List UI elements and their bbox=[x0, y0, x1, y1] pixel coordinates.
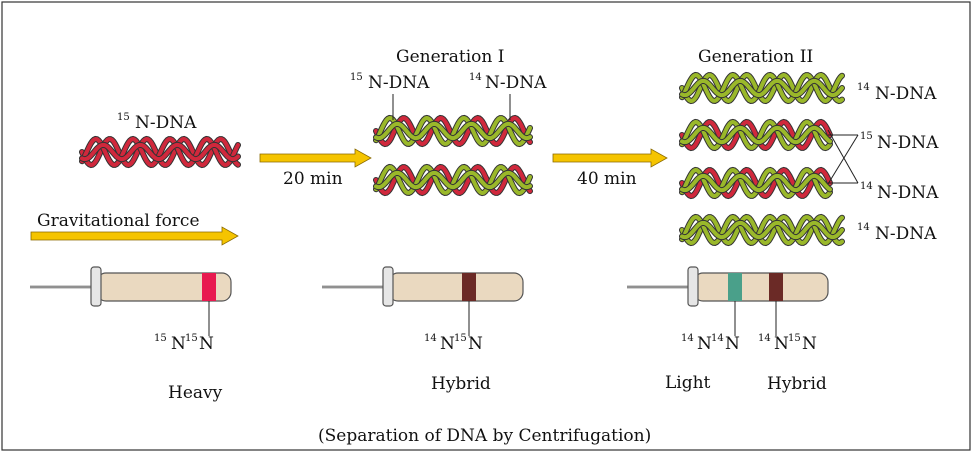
gen2-mid1-superscript: 15 bbox=[860, 131, 873, 142]
tube1-n-a: N bbox=[171, 334, 186, 354]
tube2-n-a: N bbox=[440, 334, 455, 354]
centrifuge-tube-heavy bbox=[30, 266, 232, 307]
gravity-label: Gravitational force bbox=[37, 211, 200, 231]
centrifuge-tube-hybrid bbox=[322, 266, 524, 307]
tube2-n-b: N bbox=[468, 334, 483, 354]
helix-generation2-3 bbox=[679, 166, 833, 200]
gravity-arrow bbox=[30, 226, 239, 246]
light-strand bbox=[680, 220, 844, 240]
band-hybrid bbox=[462, 273, 476, 301]
tube3-hybrid-sup-b: 15 bbox=[788, 333, 801, 344]
gen2-pointer-2 bbox=[827, 134, 859, 185]
helix-generation2-2 bbox=[679, 118, 833, 152]
gen1-left-label: N-DNA bbox=[368, 73, 430, 93]
gen1-left-superscript: 15 bbox=[350, 72, 363, 83]
gen1-right-label: N-DNA bbox=[485, 73, 547, 93]
band-light bbox=[728, 273, 742, 301]
centrifuge-tube-generation2 bbox=[627, 266, 829, 307]
generation2-title: Generation II bbox=[698, 47, 813, 67]
band-heavy bbox=[202, 273, 216, 301]
light-strand bbox=[680, 125, 832, 145]
tube3-hybrid-sup-a: 14 bbox=[758, 333, 771, 344]
light-strand bbox=[374, 121, 532, 141]
light-strand bbox=[680, 78, 844, 98]
gen2-bottom-superscript: 14 bbox=[857, 222, 870, 233]
helix-generation1-bottom bbox=[373, 163, 533, 197]
light-strand bbox=[374, 164, 532, 196]
gen2-mid1-label: N-DNA bbox=[877, 133, 939, 153]
tube1-sup-a: 15 bbox=[154, 333, 167, 344]
gen2-mid2-superscript: 14 bbox=[860, 181, 873, 192]
light-strand bbox=[374, 170, 532, 190]
generation1-title: Generation I bbox=[396, 47, 504, 67]
heavy-strand bbox=[680, 119, 832, 151]
tube3-light-sup-b: 14 bbox=[711, 333, 724, 344]
tube3-light-n-b: N bbox=[725, 334, 740, 354]
light-strand bbox=[680, 173, 832, 193]
n15-dna-label: N-DNA bbox=[135, 113, 197, 133]
tube3-light-n-a: N bbox=[697, 334, 712, 354]
gen2-bottom-label: N-DNA bbox=[875, 224, 937, 244]
gen2-top-superscript: 14 bbox=[857, 82, 870, 93]
tube2-sup-a: 14 bbox=[424, 333, 437, 344]
band-hybrid-2 bbox=[769, 273, 783, 301]
gen1-right-superscript: 14 bbox=[469, 72, 482, 83]
helix-15n-dna bbox=[79, 135, 241, 169]
gen2-pointer-1 bbox=[827, 129, 859, 184]
helix-generation1-top bbox=[373, 114, 533, 148]
tube3-hybrid-n-b: N bbox=[802, 334, 817, 354]
arrow-40min-label: 40 min bbox=[577, 169, 637, 189]
heavy-strand bbox=[80, 142, 240, 162]
tube3-hybrid-n-a: N bbox=[774, 334, 789, 354]
heavy-strand bbox=[680, 167, 832, 199]
hybrid1-label: Hybrid bbox=[431, 374, 491, 394]
hybrid2-label: Hybrid bbox=[767, 374, 827, 394]
tube3-light-sup-a: 14 bbox=[681, 333, 694, 344]
caption: (Separation of DNA by Centrifugation) bbox=[318, 426, 651, 446]
arrow-20min-label: 20 min bbox=[283, 169, 343, 189]
light-strand bbox=[680, 214, 844, 246]
n15-dna-superscript: 15 bbox=[117, 112, 130, 123]
tube1-n-b: N bbox=[199, 334, 214, 354]
heavy-label: Heavy bbox=[168, 383, 223, 403]
tube1-sup-b: 15 bbox=[185, 333, 198, 344]
tube2-sup-b: 15 bbox=[454, 333, 467, 344]
gen2-mid2-label: N-DNA bbox=[877, 183, 939, 203]
gen2-top-label: N-DNA bbox=[875, 84, 937, 104]
light-label: Light bbox=[665, 373, 711, 393]
helix-generation2-1 bbox=[679, 71, 845, 105]
arrow-20min bbox=[259, 148, 372, 168]
light-strand bbox=[680, 72, 844, 104]
arrow-40min bbox=[552, 148, 668, 168]
light-strand bbox=[374, 115, 532, 147]
helix-generation2-4 bbox=[679, 213, 845, 247]
